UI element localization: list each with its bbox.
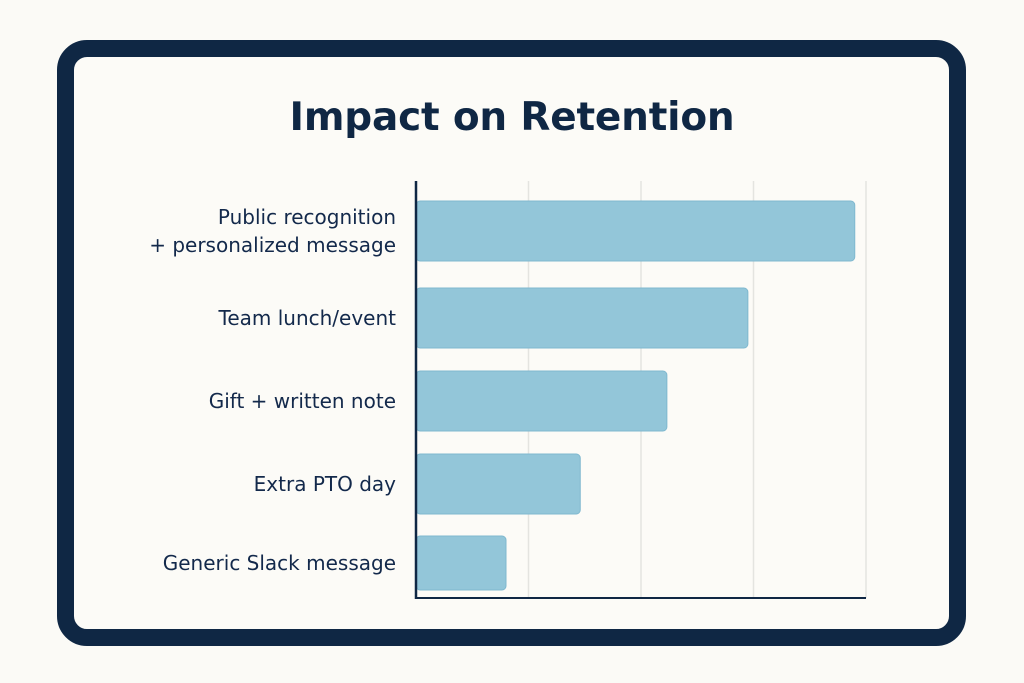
- category-label: Public recognition: [218, 205, 396, 229]
- category-label: Gift + written note: [209, 389, 396, 413]
- category-label: Extra PTO day: [254, 472, 396, 496]
- chart-title: Impact on Retention: [289, 95, 735, 140]
- bar: [415, 453, 581, 515]
- bar: [415, 200, 856, 262]
- bar: [415, 287, 749, 349]
- category-label: + personalized message: [149, 233, 396, 257]
- category-label: Team lunch/event: [218, 306, 397, 330]
- bar: [415, 535, 507, 591]
- bar: [415, 370, 668, 432]
- category-label: Generic Slack message: [163, 551, 396, 575]
